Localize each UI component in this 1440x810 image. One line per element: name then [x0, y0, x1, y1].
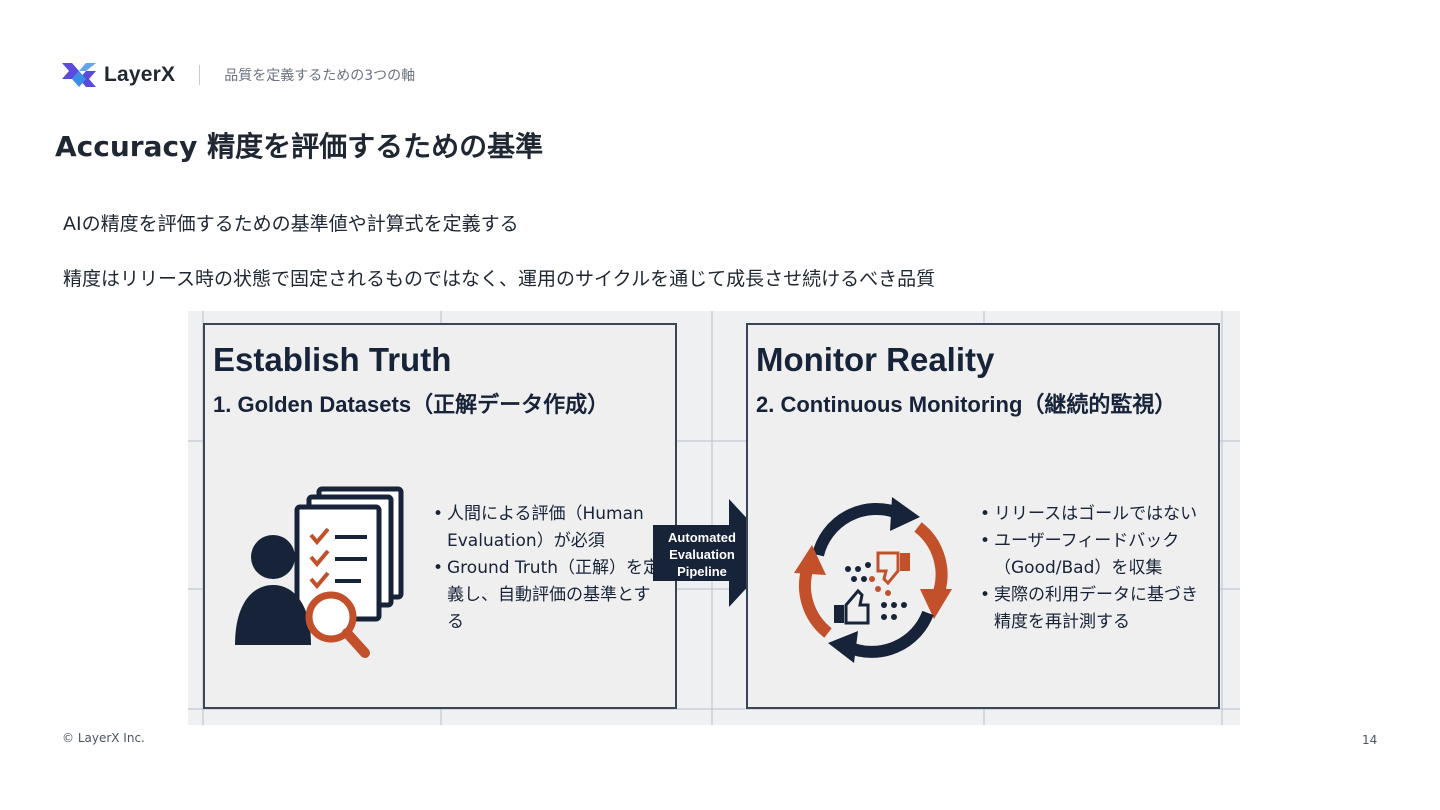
panel-subtitle-continuous-monitoring: 2. Continuous Monitoring（継続的監視） — [756, 392, 1177, 417]
establish-truth-list: 人間による評価（Human Evaluation）が必須 Ground Trut… — [433, 501, 663, 636]
list-item: ユーザーフィードバック（Good/Bad）を収集 — [980, 528, 1210, 582]
body-text-1: AIの精度を評価するための基準値や計算式を定義する — [63, 213, 519, 235]
layerx-logo-icon — [62, 63, 96, 87]
monitor-reality-list: リリースはゴールではない ユーザーフィードバック（Good/Bad）を収集 実際… — [980, 501, 1210, 636]
monitor-reality-panel: Monitor Reality 2. Continuous Monitoring… — [746, 323, 1220, 709]
pipeline-label: Automated Evaluation Pipeline — [668, 530, 736, 579]
panel-subtitle-golden-datasets: 1. Golden Datasets（正解データ作成） — [213, 392, 610, 417]
person-documents-magnifier-icon — [235, 486, 404, 658]
body-text-2: 精度はリリース時の状態で固定されるものではなく、運用のサイクルを通じて成長させ続… — [63, 268, 936, 290]
page-title: Accuracy 精度を評価するための基準 — [55, 130, 544, 163]
feedback-cycle-icon — [794, 497, 952, 663]
header-divider — [199, 65, 201, 85]
list-item: Ground Truth（正解）を定義し、自動評価の基準とする — [433, 555, 663, 636]
list-item: リリースはゴールではない — [980, 501, 1210, 528]
accuracy-diagram: Establish Truth 1. Golden Datasets（正解データ… — [188, 311, 1240, 725]
panel-title-establish-truth: Establish Truth — [213, 341, 452, 378]
establish-truth-panel: Establish Truth 1. Golden Datasets（正解データ… — [203, 323, 677, 709]
list-item: 人間による評価（Human Evaluation）が必須 — [433, 501, 663, 555]
page-number: 14 — [1362, 733, 1378, 747]
panel-title-monitor-reality: Monitor Reality — [756, 341, 995, 378]
slide-header: LayerX 品質を定義するための3つの軸 — [62, 60, 415, 90]
list-item: 実際の利用データに基づき精度を再計測する — [980, 582, 1210, 636]
header-subtitle: 品質を定義するための3つの軸 — [224, 68, 416, 84]
footer-copyright: © LayerX Inc. — [62, 731, 145, 745]
logo-text: LayerX — [104, 63, 176, 86]
